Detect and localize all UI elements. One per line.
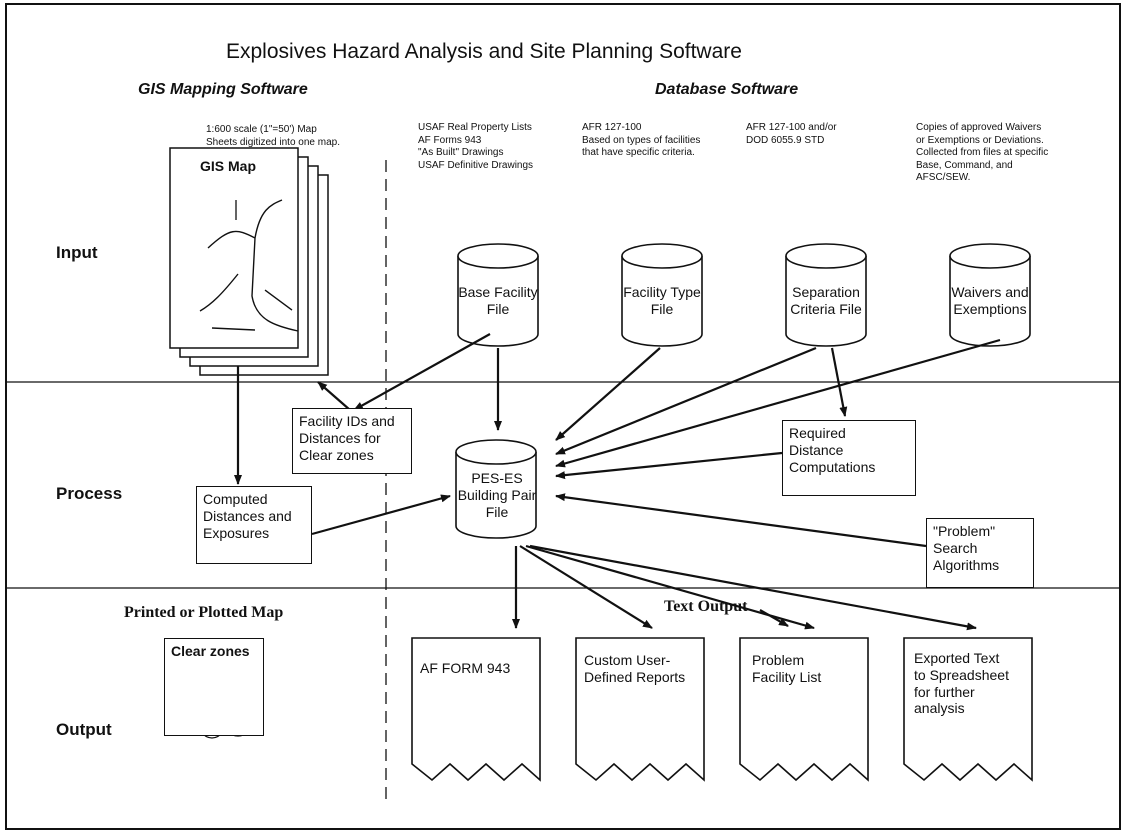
doc-af-form — [411, 637, 541, 782]
cylinder-facility-type — [621, 243, 703, 347]
outer-frame — [5, 3, 1121, 830]
section-database: Database Software — [655, 81, 799, 98]
cylinder-base-facility — [457, 243, 539, 347]
output-header-printed-map: Printed or Plotted Map — [124, 604, 284, 621]
arrow-separation-to-required — [830, 347, 848, 417]
row-label-process: Process — [56, 484, 123, 503]
box-clear-zones: Clear zones — [164, 638, 264, 736]
row-label-output: Output — [56, 720, 112, 739]
arrow-waivers-to-pes — [555, 338, 1001, 468]
doc-label-af-form: AF FORM 943 — [420, 660, 511, 676]
page-title: Explosives Hazard Analysis and Site Plan… — [226, 40, 742, 63]
arrow-separation-to-pes — [555, 346, 817, 456]
section-gis: GIS Mapping Software — [138, 81, 308, 98]
doc-exported-text — [903, 637, 1033, 782]
gis-map-label: GIS Map — [200, 158, 257, 174]
row-label-input: Input — [56, 243, 98, 262]
arrow-required-to-pes — [555, 451, 783, 480]
arrow-pes-to-custom — [519, 545, 653, 629]
arrow-problem-to-pes — [555, 493, 927, 548]
output-header-text-output: Text Output — [664, 598, 748, 615]
arrow-factype-to-pes — [555, 347, 661, 441]
arrow-computed-to-pes — [311, 494, 451, 536]
doc-label-custom-reports: Custom User-Defined Reports — [584, 652, 686, 685]
arrow-textoutput-to-problemlist — [759, 609, 789, 627]
arrow-facilityids-to-gis — [317, 381, 351, 411]
cylinder-waivers — [949, 243, 1031, 347]
cylinder-separation — [785, 243, 867, 347]
arrow-base-to-facilityids — [353, 333, 491, 411]
arrow-pes-to-exported — [529, 544, 977, 631]
cylinder-pes-es — [455, 439, 537, 539]
doc-custom-reports — [575, 637, 705, 782]
doc-problem-list — [739, 637, 869, 782]
gis-map-stack — [169, 147, 329, 376]
